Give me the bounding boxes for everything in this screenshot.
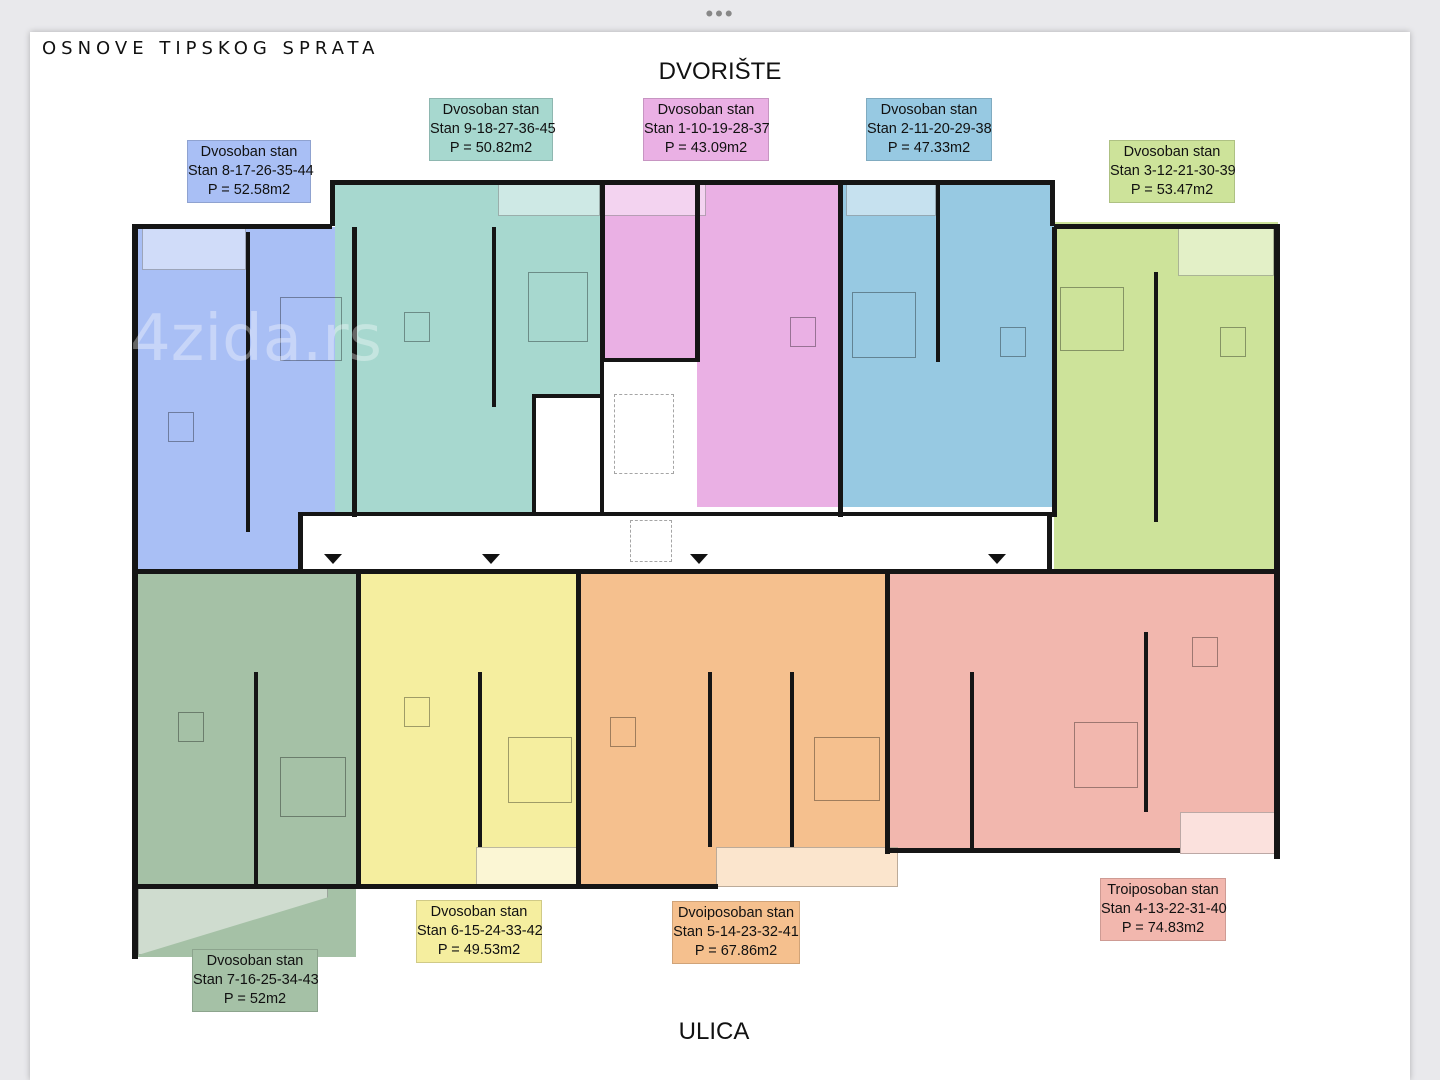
apartment-3-area[interactable]	[1054, 222, 1278, 572]
wall	[1052, 227, 1057, 517]
bed	[508, 737, 572, 803]
door-marker	[482, 554, 500, 564]
door-marker	[324, 554, 342, 564]
wall	[298, 512, 303, 574]
apartment-5-area[interactable]	[580, 572, 886, 887]
wall	[254, 672, 258, 887]
wall	[1047, 512, 1052, 574]
elevator-mark	[630, 520, 672, 562]
table	[1192, 637, 1218, 667]
wall	[600, 358, 604, 516]
wall	[356, 574, 361, 889]
wall	[600, 182, 605, 360]
wall	[246, 232, 250, 532]
floor-plan-sheet: OSNOVE TIPSKOG SPRATA DVORIŠTE ULICA	[30, 32, 1410, 1080]
table	[178, 712, 204, 742]
table	[168, 412, 194, 442]
balcony-1	[602, 184, 706, 216]
wall	[838, 182, 843, 517]
balcony-4	[1180, 812, 1276, 854]
central-corridor	[300, 515, 1050, 572]
bed	[814, 737, 880, 801]
elevator-shaft	[532, 398, 602, 516]
balcony-8	[142, 228, 246, 270]
bed	[1060, 287, 1124, 351]
table	[610, 717, 636, 747]
wall	[532, 394, 536, 516]
watermark-logo: 4zida.rs	[130, 302, 382, 376]
door-marker	[988, 554, 1006, 564]
door-marker	[690, 554, 708, 564]
bed	[1074, 722, 1138, 788]
wall	[578, 884, 718, 889]
bed	[852, 292, 916, 358]
wall	[600, 358, 700, 362]
balcony-3	[1178, 224, 1274, 276]
wall	[708, 672, 712, 847]
wall	[695, 182, 700, 360]
wall	[1144, 632, 1148, 812]
street-side-label: ULICA	[678, 1018, 750, 1045]
table	[790, 317, 816, 347]
wall	[352, 227, 357, 517]
wall	[132, 224, 332, 229]
bed	[528, 272, 588, 342]
plan-title: OSNOVE TIPSKOG SPRATA	[42, 38, 380, 59]
balcony-2	[846, 184, 936, 216]
table	[404, 312, 430, 342]
table	[1000, 327, 1026, 357]
staircase	[602, 358, 697, 518]
wall	[885, 574, 890, 854]
wall	[132, 224, 138, 959]
more-options-icon[interactable]: •••	[705, 1, 735, 26]
wall	[300, 512, 1050, 516]
wall	[1054, 224, 1280, 229]
courtyard-side-label: DVORIŠTE	[658, 58, 782, 85]
wall	[888, 848, 1180, 853]
bed	[280, 757, 346, 817]
bed	[280, 297, 342, 361]
wall	[330, 180, 335, 226]
wall	[1050, 180, 1055, 226]
stair-steps	[614, 394, 674, 474]
wall	[138, 569, 1278, 574]
wall	[970, 672, 974, 852]
wall	[1274, 224, 1280, 859]
wall	[790, 672, 794, 847]
balcony-6	[476, 847, 578, 887]
balcony-9	[498, 184, 600, 216]
wall	[1154, 272, 1158, 522]
wall	[330, 180, 1055, 185]
wall	[356, 884, 580, 889]
apartment-6-area[interactable]	[356, 572, 580, 887]
table	[404, 697, 430, 727]
table	[1220, 327, 1246, 357]
wall	[478, 672, 482, 847]
wall	[492, 227, 496, 407]
apartment-2-area[interactable]	[842, 182, 1054, 507]
balcony-5	[716, 847, 898, 887]
wall	[138, 884, 358, 889]
apartment-4-area[interactable]	[888, 572, 1278, 852]
wall	[936, 182, 940, 362]
wall	[532, 394, 602, 398]
wall	[576, 574, 581, 889]
